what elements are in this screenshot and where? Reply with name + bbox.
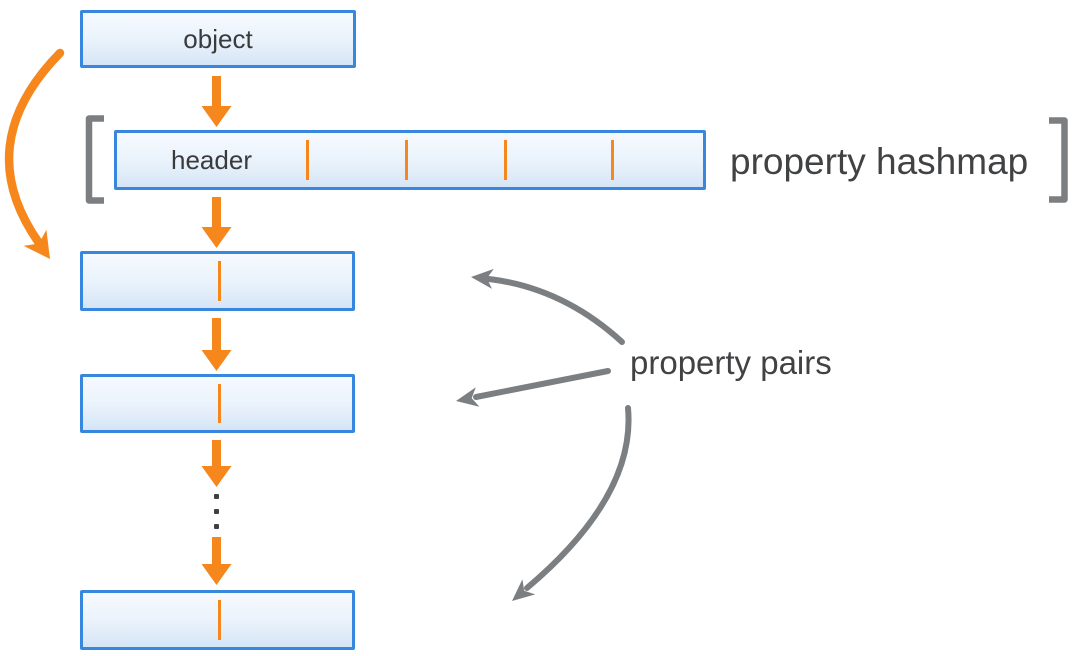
pair-divider xyxy=(218,384,221,423)
pairs-arrow-top-line xyxy=(486,276,625,345)
left-bracket xyxy=(85,115,104,204)
header-cell-divider xyxy=(306,140,309,180)
curved-arrow-object-to-pair1-head xyxy=(23,229,50,259)
down-arrow-ellipsis-to-pair3 xyxy=(201,537,232,585)
property-pair-box-1 xyxy=(80,251,355,311)
pairs-arrow-bottom-line xyxy=(524,405,632,591)
ellipsis-dot xyxy=(214,524,219,529)
header-cell-divider xyxy=(504,140,507,180)
down-arrow-header-to-pair1 xyxy=(201,197,232,248)
ellipsis-dot xyxy=(214,509,219,514)
curved-arrow-object-to-pair1 xyxy=(4,48,65,248)
header-cell-divider xyxy=(405,140,408,180)
pairs-arrow-top-head xyxy=(471,268,494,289)
pairs-arrow-middle-line xyxy=(473,368,611,400)
pairs-arrow-bottom-head xyxy=(512,579,536,601)
down-arrow-pair2-to-ellipsis xyxy=(201,440,232,487)
object-box: object xyxy=(80,10,356,68)
pair-divider xyxy=(218,261,221,301)
header-box-label: header xyxy=(171,144,252,175)
right-bracket xyxy=(1049,117,1068,203)
pairs-arrow-middle-head xyxy=(456,387,480,407)
down-arrow-object-to-header xyxy=(201,76,232,127)
property-pairs-label: property pairs xyxy=(630,344,832,381)
pair-divider xyxy=(218,600,221,640)
down-arrow-pair1-to-pair2 xyxy=(201,318,232,371)
property-pair-box-3 xyxy=(80,590,355,650)
ellipsis-dot xyxy=(214,494,219,499)
object-box-label: object xyxy=(183,23,253,54)
property-hashmap-label: property hashmap xyxy=(730,141,1029,182)
hashmap-header-box: header xyxy=(114,130,706,190)
header-cell-divider xyxy=(611,140,614,180)
property-pair-box-2 xyxy=(80,374,355,433)
